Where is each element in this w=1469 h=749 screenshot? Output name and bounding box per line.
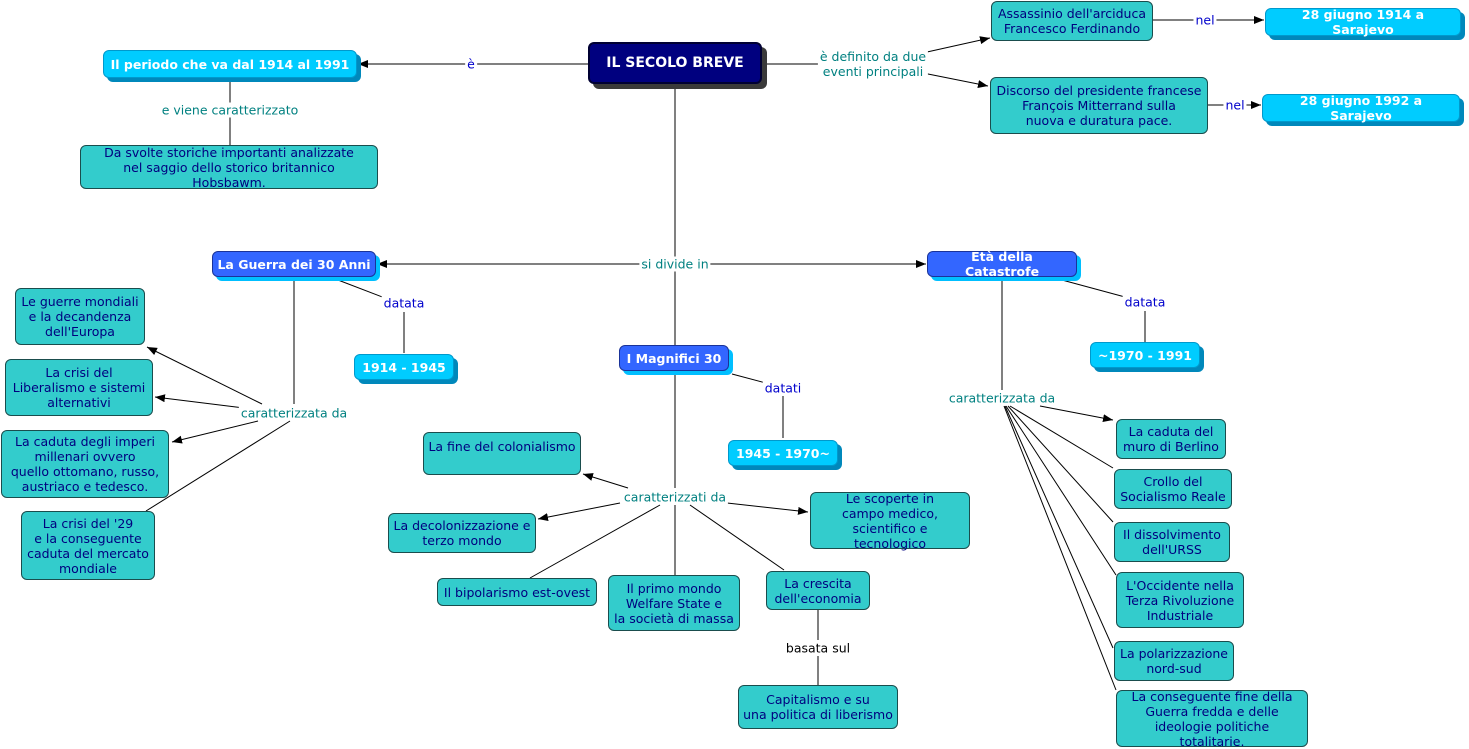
node-crisi-29[interactable]: La crisi del '29 e la conseguente caduta…	[21, 511, 155, 580]
label-basata-sul: basata sul	[783, 640, 853, 656]
node-anni-1970-1991[interactable]: ~1970 - 1991	[1090, 342, 1200, 368]
node-anni-1945-1970[interactable]: 1945 - 1970~	[728, 440, 838, 466]
label-nel-1: nel	[1193, 12, 1217, 28]
node-primo-mondo[interactable]: Il primo mondo Welfare State e la societ…	[608, 575, 740, 631]
node-guerra-30-anni[interactable]: La Guerra dei 30 Anni	[212, 251, 376, 277]
node-muro-berlino[interactable]: La caduta del muro di Berlino	[1116, 419, 1226, 459]
label-viene-caratterizzato: e viene caratterizzato	[159, 102, 301, 118]
node-fine-guerra-fredda[interactable]: La conseguente fine della Guerra fredda …	[1116, 689, 1308, 749]
node-crescita-economia[interactable]: La crescita dell'economia	[766, 571, 870, 610]
node-bipolarismo[interactable]: Il bipolarismo est-ovest	[437, 578, 597, 606]
node-magnifici-30[interactable]: I Magnifici 30	[619, 345, 729, 371]
node-socialismo-reale[interactable]: Crollo del Socialismo Reale	[1114, 469, 1232, 509]
label-caratterizzati-da: caratterizzati da	[621, 489, 729, 505]
node-il-secolo-breve[interactable]: IL SECOLO BREVE	[588, 42, 762, 84]
label-si-divide-in: si divide in	[639, 256, 711, 272]
node-occidente[interactable]: L'Occidente nella Terza Rivoluzione Indu…	[1116, 572, 1244, 628]
node-assassinio[interactable]: Assassinio dell'arciduca Francesco Ferdi…	[991, 1, 1153, 41]
label-datata-1: datata	[381, 295, 427, 311]
node-polarizzazione[interactable]: La polarizzazione nord-sud	[1114, 641, 1234, 681]
node-decolonizzazione[interactable]: La decolonizzazione e terzo mondo	[388, 513, 536, 553]
label-e: è	[465, 56, 477, 72]
node-crisi-liberalismo[interactable]: La crisi del Liberalismo e sistemi alter…	[5, 359, 153, 416]
label-nel-2: nel	[1223, 97, 1247, 113]
node-periodo-1914-1991[interactable]: Il periodo che va dal 1914 al 1991	[103, 50, 357, 78]
node-discorso-mitterrand[interactable]: Discorso del presidente francese Françoi…	[990, 77, 1208, 134]
label-definito: è definito da due eventi principali	[817, 49, 929, 79]
node-svolte-storiche[interactable]: Da svolte storiche importanti analizzate…	[80, 145, 378, 190]
label-datati: datati	[762, 380, 804, 396]
node-guerre-mondiali[interactable]: Le guerre mondiali e la decandenza dell'…	[15, 288, 145, 345]
node-data-1992[interactable]: 28 giugno 1992 a Sarajevo	[1262, 93, 1460, 123]
label-caratterizzata-da-2: caratterizzata da	[946, 390, 1058, 406]
node-caduta-imperi[interactable]: La caduta degli imperi millenari ovvero …	[1, 430, 169, 498]
node-data-1914[interactable]: 28 giugno 1914 a Sarajevo	[1265, 7, 1461, 37]
node-anni-1914-1945[interactable]: 1914 - 1945	[354, 354, 454, 380]
label-caratterizzata-da-1: caratterizzata da	[238, 405, 350, 421]
node-eta-catastrofe[interactable]: Età della Catastrofe	[927, 249, 1077, 279]
node-fine-colonialismo[interactable]: La fine del colonialismo	[423, 432, 581, 475]
node-urss[interactable]: Il dissolvimento dell'URSS	[1114, 522, 1230, 562]
node-capitalismo[interactable]: Capitalismo e su una politica di liberis…	[738, 685, 898, 729]
label-datata-2: datata	[1122, 294, 1168, 310]
node-scoperte[interactable]: Le scoperte in campo medico, scientifico…	[810, 491, 970, 551]
